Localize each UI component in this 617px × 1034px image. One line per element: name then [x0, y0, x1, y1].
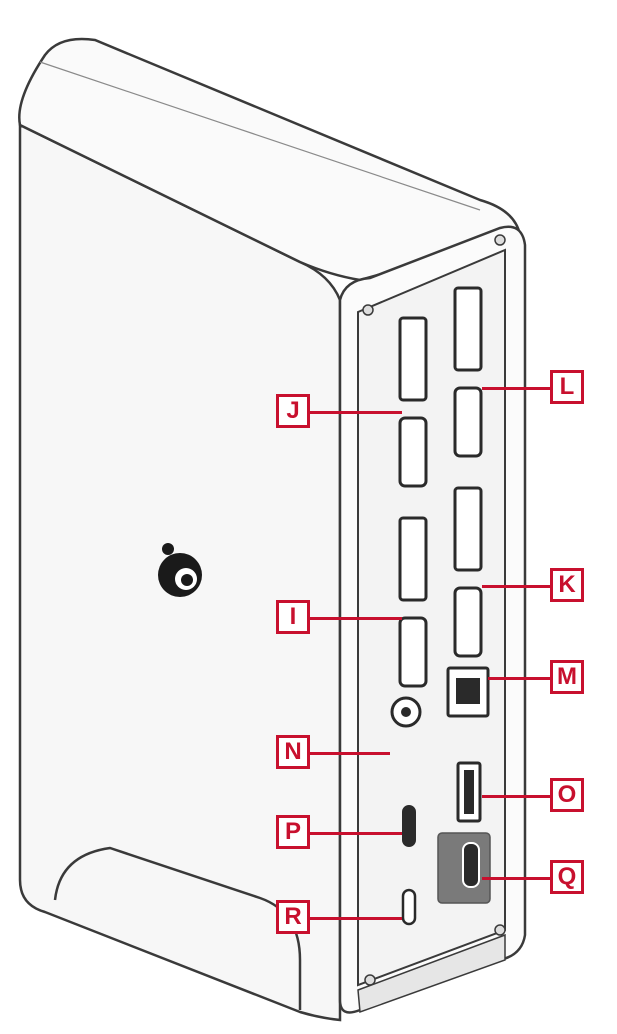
hdmi-3: [453, 586, 483, 658]
callout-m: M: [550, 660, 584, 694]
leader-line-n: [310, 752, 390, 755]
callout-o: O: [550, 778, 584, 812]
leader-line-i: [310, 617, 402, 620]
screw: [494, 234, 506, 246]
callout-j: J: [276, 394, 310, 428]
displayport-3: [453, 486, 483, 572]
callout-r: R: [276, 900, 310, 934]
displayport-2: [398, 316, 428, 402]
callout-l: L: [550, 370, 584, 404]
leader-line-j: [310, 411, 402, 414]
callout-i: I: [276, 600, 310, 634]
displayport-4: [453, 286, 483, 372]
callout-k: K: [550, 568, 584, 602]
ethernet-port-inner: [456, 678, 480, 704]
security-lock-slot: [401, 888, 417, 926]
iogear-logo-icon: [158, 543, 202, 597]
leader-line-p: [310, 832, 402, 835]
hdmi-2: [398, 416, 428, 488]
usb-c-port: [402, 805, 416, 847]
dock-foot-cutout: [53, 846, 302, 1010]
callout-q: Q: [550, 860, 584, 894]
dc-power-jack-pin: [401, 707, 411, 717]
screw: [494, 924, 506, 936]
top-edge-line: [39, 61, 481, 211]
callout-n: N: [276, 735, 310, 769]
hdmi-1: [398, 616, 428, 688]
leader-line-r: [310, 917, 402, 920]
leader-line-m: [488, 677, 550, 680]
hdmi-4: [453, 386, 483, 458]
displayport-1: [398, 516, 428, 602]
callout-p: P: [276, 815, 310, 849]
leader-line-o: [482, 795, 550, 798]
leader-line-k: [482, 585, 550, 588]
leader-line-q: [482, 877, 550, 880]
rear-base-slot: [357, 933, 506, 1014]
dock-top-face: [18, 37, 522, 282]
usb-c-host-port: [462, 842, 480, 888]
leader-line-l: [482, 387, 550, 390]
screw: [362, 304, 374, 316]
usb-a-port-inner: [464, 770, 474, 814]
